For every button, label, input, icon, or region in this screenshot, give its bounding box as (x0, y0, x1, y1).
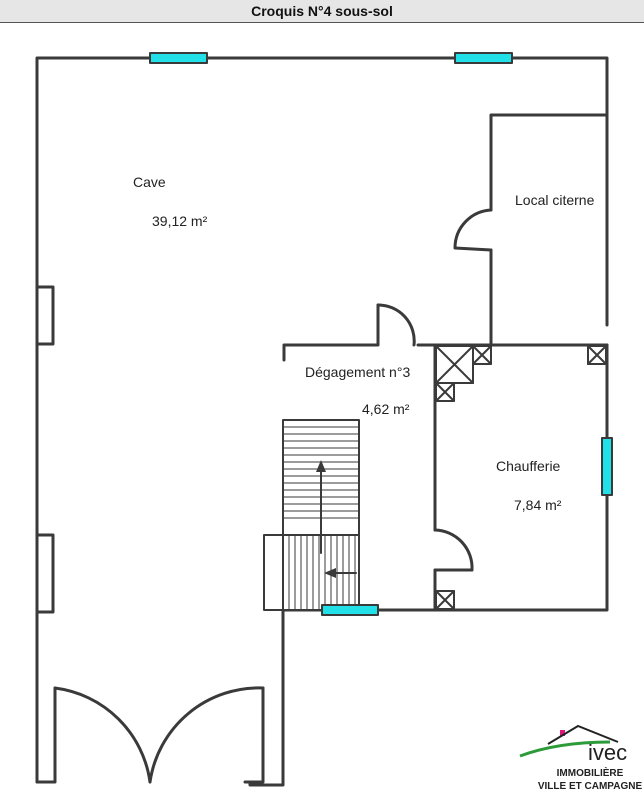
ventilation-ducts (435, 345, 607, 610)
room-area-degagement: 4,62 m² (362, 401, 410, 417)
room-label-degagement: Dégagement n°3 (305, 364, 411, 380)
logo-line2: VILLE ET CAMPAGNE (537, 781, 643, 792)
walls (35, 56, 609, 787)
room-label-chaufferie: Chaufferie (496, 458, 561, 474)
room-label-cave: Cave (133, 174, 166, 190)
staircase (263, 419, 360, 611)
room-label-local-citerne: Local citerne (515, 192, 595, 208)
arrow-up-icon (316, 460, 326, 472)
arrow-left-icon (324, 568, 336, 578)
windows (149, 52, 613, 616)
room-area-cave: 39,12 m² (152, 213, 208, 229)
logo-brand-text: ivec (588, 740, 627, 765)
title-bar: Croquis N°4 sous-sol (0, 0, 644, 23)
company-logo: ivec IMMOBILIÈRE VILLE ET CAMPAGNE (518, 724, 642, 796)
doors (53, 208, 493, 784)
room-area-chaufferie: 7,84 m² (514, 497, 562, 513)
page-title: Croquis N°4 sous-sol (251, 3, 393, 19)
house-logo-icon: ivec (519, 724, 627, 765)
logo-line1: IMMOBILIÈRE (556, 768, 624, 779)
